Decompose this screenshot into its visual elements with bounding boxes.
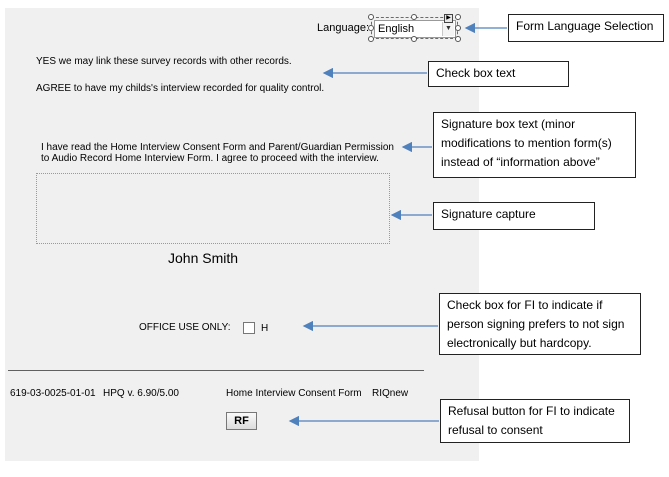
form-name: Home Interview Consent Form — [226, 388, 362, 399]
office-use-label: OFFICE USE ONLY: — [139, 322, 231, 333]
callout-language-selection: Form Language Selection — [508, 14, 664, 42]
resize-handle[interactable] — [368, 25, 374, 31]
case-id: 619-03-0025-01-01 — [10, 388, 96, 399]
resize-handle[interactable] — [455, 14, 461, 20]
signer-name: John Smith — [168, 250, 239, 266]
resize-handle[interactable] — [455, 25, 461, 31]
play-icon[interactable]: ▶ — [444, 14, 453, 23]
callout-hardcopy-check: Check box for FI to indicate if person s… — [439, 293, 641, 355]
hardcopy-checkbox-label: H — [261, 323, 269, 334]
version-label: HPQ v. 6.90/5.00 — [103, 388, 179, 399]
link-records-text[interactable]: YES we may link these survey records wit… — [36, 56, 292, 67]
callout-signature-box-text: Signature box text (minor modifications … — [433, 112, 636, 178]
language-select-value: English — [378, 23, 415, 35]
record-interview-text[interactable]: AGREE to have my childs's interview reco… — [36, 83, 325, 94]
resize-handle[interactable] — [368, 36, 374, 42]
resize-handle[interactable] — [411, 36, 417, 42]
callout-signature-capture: Signature capture — [433, 202, 595, 230]
signature-statement-line2: to Audio Record Home Interview Form. I a… — [41, 153, 379, 164]
signature-statement-line1: I have read the Home Interview Consent F… — [41, 142, 394, 153]
language-label: Language: — [317, 22, 369, 34]
refusal-button[interactable]: RF — [226, 412, 257, 430]
resize-handle[interactable] — [455, 36, 461, 42]
chevron-down-icon[interactable]: ▼ — [442, 22, 454, 36]
callout-check-box-text: Check box text — [428, 61, 569, 87]
signature-capture-box[interactable] — [36, 173, 390, 244]
callout-refusal-button: Refusal button for FI to indicate refusa… — [440, 399, 630, 443]
footer-divider — [8, 370, 424, 371]
hardcopy-checkbox[interactable] — [243, 322, 255, 334]
resize-handle[interactable] — [368, 14, 374, 20]
form-code: RIQnew — [372, 388, 409, 399]
resize-handle[interactable] — [411, 14, 417, 20]
